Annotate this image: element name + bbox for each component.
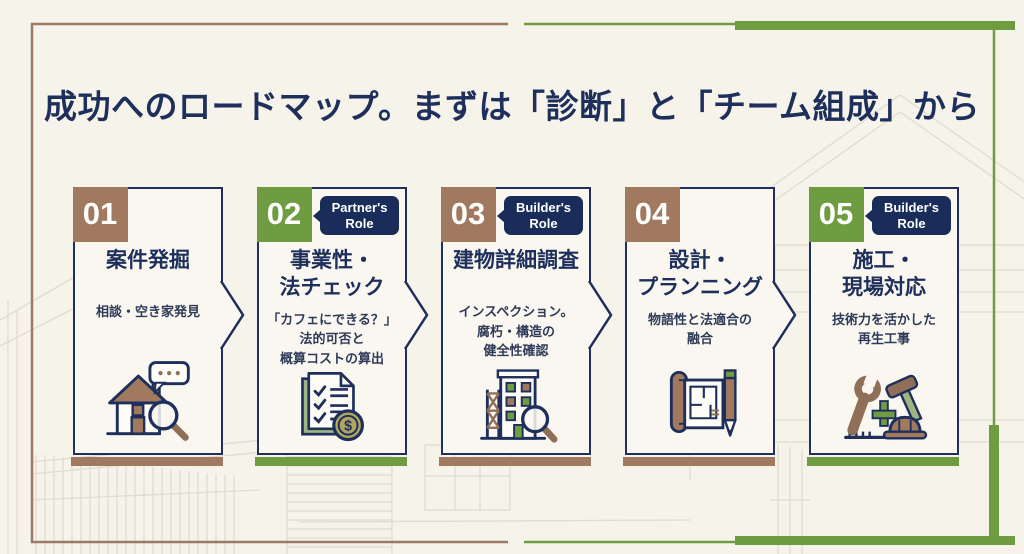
building-inspection-icon — [480, 369, 558, 443]
card-accent-bar — [71, 457, 223, 466]
step-card-2: 02 Partner's Role 事業性・ 法チェック 「カフェにできる？」 … — [255, 186, 429, 466]
step-card-4: 04 設計・ プランニング 物語性と法適合の 融合 — [623, 186, 797, 466]
wrench-shape — [847, 372, 881, 436]
step-arrow-icon — [771, 280, 797, 350]
step-title: 設計・ プランニング — [637, 249, 763, 300]
construction-tools-icon — [844, 372, 928, 440]
step-title: 案件発掘 — [106, 249, 190, 272]
role-badge: Builder's Role — [872, 196, 951, 236]
step-card-3: 03 Builder's Role 建物詳細調査 インスペクション。 腐朽・構造… — [439, 186, 613, 466]
svg-text:$: $ — [344, 419, 352, 435]
step-card-1: 01 案件発掘 相談・空き家発見 — [71, 186, 245, 466]
step-number-badge: 01 — [72, 186, 128, 242]
step-description: 物語性と法適合の 融合 — [647, 311, 752, 347]
card-accent-bar — [623, 457, 775, 466]
step-card-5: 05 Builder's Role 施工・ 現場対応 技術力を活かした 再生工事 — [807, 186, 959, 466]
blueprint-pencil-icon — [669, 369, 737, 437]
page-title: 成功へのロードマップ。まずは「診断」と「チーム組成」から — [43, 88, 981, 125]
role-badge: Partner's Role — [320, 196, 399, 236]
card-accent-bar — [807, 457, 959, 466]
frame-green-bar-top — [735, 21, 1015, 30]
checklist-cost-icon: $ — [301, 372, 364, 442]
sketch-lines-mid-right — [770, 445, 810, 554]
step-description: 相談・空き家発見 — [95, 304, 200, 320]
step-description: インスペクション。 腐朽・構造の 健全性確認 — [458, 304, 574, 359]
step-title: 建物詳細調査 — [453, 249, 579, 272]
step-title: 事業性・ 法チェック — [279, 249, 385, 300]
card-accent-bar — [255, 457, 407, 466]
step-number-badge: 02 — [256, 186, 312, 242]
step-number-badge: 03 — [440, 186, 496, 242]
step-arrow-icon — [403, 280, 429, 350]
hammer-shape — [885, 374, 923, 424]
step-title: 施工・ 現場対応 — [842, 249, 926, 300]
card-accent-bar — [439, 457, 591, 466]
step-description: 技術力を活かした 再生工事 — [831, 311, 936, 347]
step-description: 「カフェにできる？」 法的可否と 概算コストの算出 — [267, 311, 397, 366]
frame-green-bar-bottom — [735, 536, 1015, 545]
step-arrow-icon — [587, 280, 613, 350]
frame-brown-line — [30, 22, 508, 544]
step-number-badge: 05 — [808, 186, 864, 242]
step-arrow-icon — [219, 280, 245, 350]
step-number-badge: 04 — [624, 186, 680, 242]
role-badge: Builder's Role — [504, 196, 583, 236]
frame-green-bar-right — [989, 425, 999, 545]
house-search-icon — [106, 361, 190, 441]
